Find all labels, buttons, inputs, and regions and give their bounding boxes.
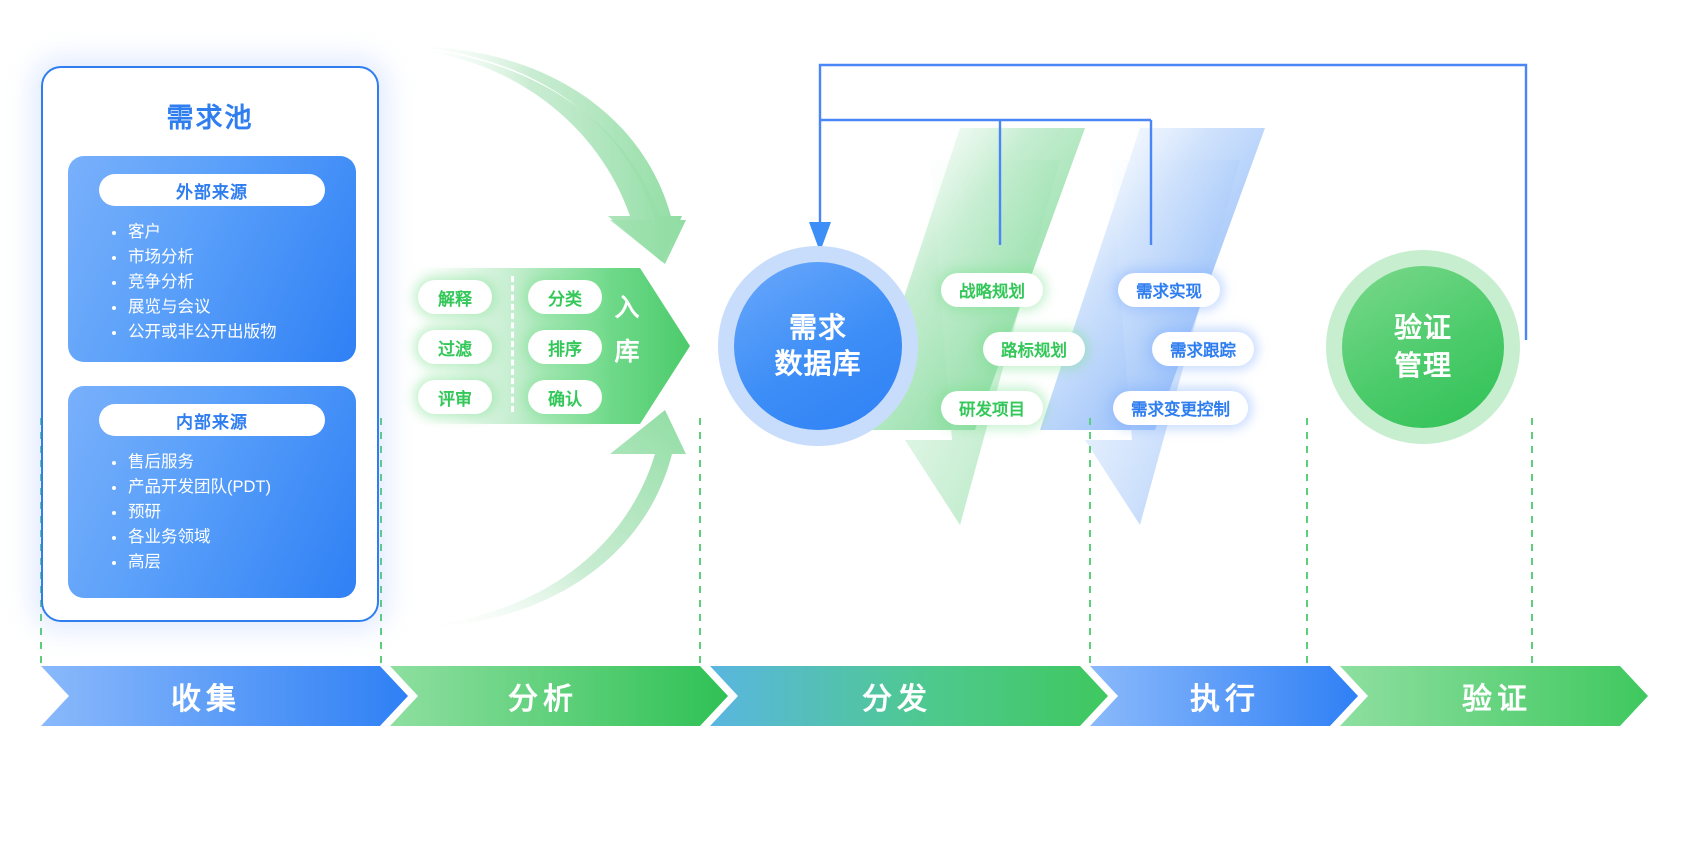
stage-chevron-execution — [1090, 666, 1358, 726]
stage-chevron-collect — [41, 666, 408, 726]
tag-requirement-implementation[interactable]: 需求实现 — [1118, 273, 1220, 307]
external-source-box: 外部来源 客户 市场分析 竞争分析 展览与会议 公开或非公开出版物 — [68, 156, 356, 362]
stage-chevron-verification — [1340, 666, 1648, 726]
arrow-collect-bottom-shape — [405, 410, 686, 628]
stage-label-execution: 执行 — [1190, 683, 1260, 716]
tag-requirement-tracking[interactable]: 需求跟踪 — [1152, 332, 1254, 366]
list-item: 各业务领域 — [112, 525, 271, 550]
stage-label-verification: 验证 — [1462, 683, 1532, 716]
requirement-database-label: 需求数据库 — [774, 312, 862, 379]
analysis-pill-sort[interactable]: 排序 — [528, 330, 602, 364]
stage-chevron-distribution — [710, 666, 1108, 726]
external-source-list: 客户 市场分析 竞争分析 展览与会议 公开或非公开出版物 — [112, 220, 277, 345]
stage-label-distribution: 分发 — [862, 683, 932, 716]
list-item: 市场分析 — [112, 245, 277, 270]
verification-management-label: 验证管理 — [1393, 312, 1452, 381]
arrow-collect-top-shape — [405, 46, 686, 264]
stage-label-collect: 收集 — [171, 683, 241, 716]
tag-rnd-project[interactable]: 研发项目 — [941, 391, 1043, 425]
internal-source-list: 售后服务 产品开发团队(PDT) 预研 各业务领域 高层 — [112, 450, 271, 575]
list-item: 高层 — [112, 550, 271, 575]
stage-bar — [41, 666, 1648, 726]
verification-management-circle[interactable]: 验证管理 — [1342, 266, 1504, 428]
tag-strategic-planning[interactable]: 战略规划 — [941, 273, 1043, 307]
analysis-pill-classify[interactable]: 分类 — [528, 280, 602, 314]
internal-source-box: 内部来源 售后服务 产品开发团队(PDT) 预研 各业务领域 高层 — [68, 386, 356, 598]
arrow-collect-top — [405, 48, 682, 262]
requirement-pool-card: 需求池 外部来源 客户 市场分析 竞争分析 展览与会议 公开或非公开出版物 内部… — [41, 66, 379, 622]
intake-label: 入库 — [614, 294, 640, 366]
list-item: 公开或非公开出版物 — [112, 320, 277, 345]
list-item: 预研 — [112, 500, 271, 525]
page-title: 需求池 — [166, 103, 254, 133]
tag-requirement-change-control[interactable]: 需求变更控制 — [1113, 391, 1248, 425]
list-item: 竞争分析 — [112, 270, 277, 295]
stage-chevron-analysis — [390, 666, 728, 726]
requirement-database-circle[interactable]: 需求数据库 — [734, 262, 902, 430]
analysis-pill-review[interactable]: 评审 — [418, 380, 492, 414]
list-item: 售后服务 — [112, 450, 271, 475]
list-item: 展览与会议 — [112, 295, 277, 320]
list-item: 产品开发团队(PDT) — [112, 475, 271, 500]
list-item: 客户 — [112, 220, 277, 245]
external-source-label: 外部来源 — [99, 174, 325, 206]
analysis-pill-divider — [511, 276, 514, 412]
stage-label-analysis: 分析 — [508, 683, 578, 716]
internal-source-label: 内部来源 — [99, 404, 325, 436]
analysis-pill-interpret[interactable]: 解释 — [418, 280, 492, 314]
analysis-pill-filter[interactable]: 过滤 — [418, 330, 492, 364]
analysis-pill-group: 解释 分类 过滤 排序 评审 确认 — [412, 276, 612, 414]
analysis-pill-confirm[interactable]: 确认 — [528, 380, 602, 414]
tag-roadmap-planning[interactable]: 路标规划 — [983, 332, 1085, 366]
